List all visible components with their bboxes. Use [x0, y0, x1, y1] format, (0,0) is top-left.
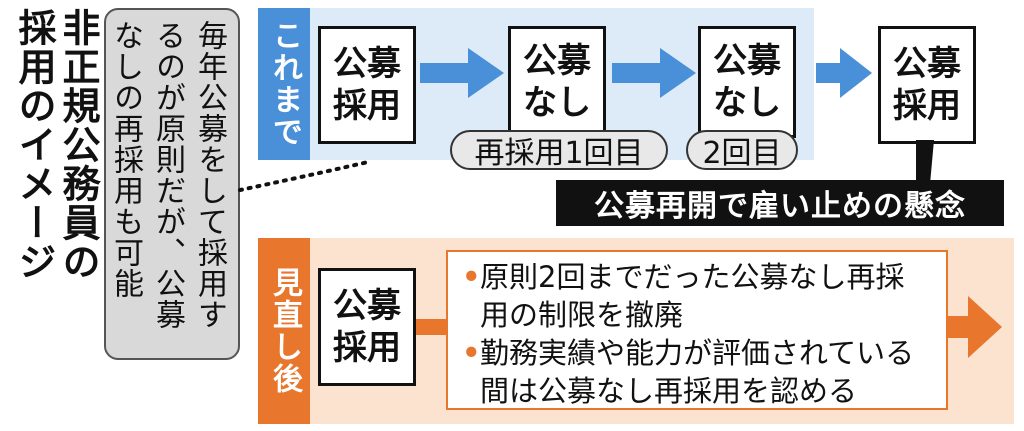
bullet-icon: •	[462, 336, 481, 370]
tag-rehire-2: 2回目	[686, 130, 798, 171]
step-box-3: 公募なし	[698, 26, 796, 138]
list-item: • 勤務実績や能力が評価されている間は公募なし再採用を認める	[462, 336, 915, 408]
tag-rehire-1: 再採用1回目	[450, 130, 668, 171]
arrow-right-icon	[612, 48, 696, 98]
bullet-icon: •	[462, 260, 481, 294]
after-step-box: 公募採用	[318, 268, 416, 386]
arrow-right-icon	[420, 48, 504, 98]
changes-box: • 原則2回までだった公募なし再採用の制限を撤廃 • 勤務実績や能力が評価されて…	[446, 250, 948, 410]
arrow-right-icon	[948, 296, 1002, 358]
callout-pointer	[916, 140, 934, 184]
arrow-right-icon	[816, 48, 872, 98]
before-label: これまで	[258, 8, 310, 160]
connector-bar	[416, 319, 448, 335]
dotted-connector	[238, 160, 370, 192]
step-box-2: 公募なし	[508, 26, 606, 138]
note-box: 毎年公募をして採用するのが原則だが、公募なしの再採用も可能	[104, 8, 240, 360]
concern-banner: 公募再開で雇い止めの懸念	[556, 180, 1004, 226]
after-label: 見直し後	[258, 238, 310, 424]
step-box-1: 公募採用	[318, 26, 416, 144]
step-box-4: 公募採用	[878, 26, 976, 144]
diagram-title: 非正規公務員の採用のイメージ	[12, 8, 100, 281]
list-item: • 原則2回までだった公募なし再採用の制限を撤廃	[462, 260, 905, 332]
